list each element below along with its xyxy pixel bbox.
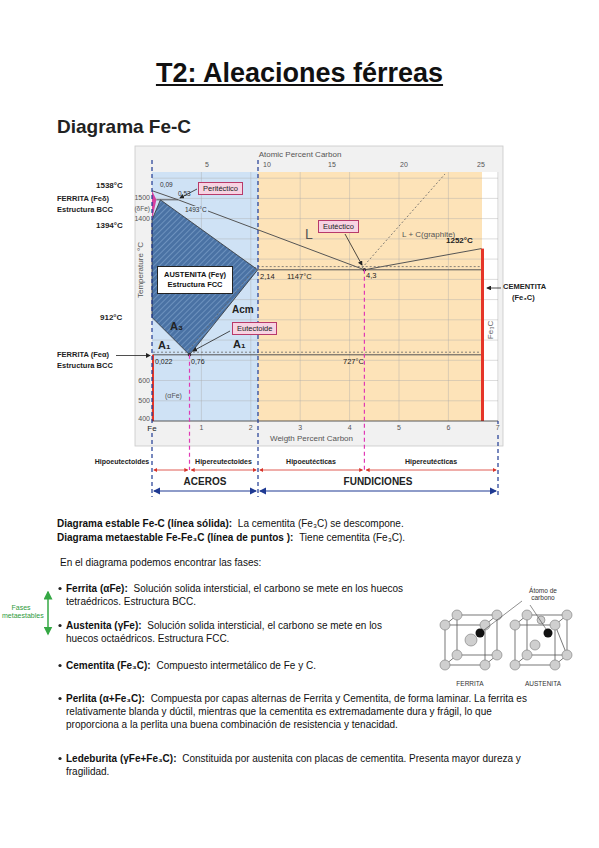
figure-caption: FERRITA [456, 680, 483, 687]
line-label: Acm [232, 304, 254, 316]
tick-label: 4 [348, 424, 352, 432]
callout-label: Átomo de carbono [521, 587, 565, 602]
axis-title: Atomic Percent Carbon [259, 150, 342, 159]
bold-term: Ferrita (αFe): [66, 583, 128, 594]
callout-box: Eutectoide [232, 322, 277, 335]
composition-label: 0,76 [191, 358, 205, 366]
paragraph: Cementita (Fe₃C): Compuesto intermetálic… [66, 659, 416, 672]
range-label: Hipereutectoides [195, 458, 252, 466]
body-text: Tiene cementita (Fe₃C). [299, 532, 405, 543]
bold-term: Austenita (γFe): [66, 620, 142, 631]
section-heading: Diagrama Fe-C [57, 116, 191, 138]
phase-label: (δFe) [134, 205, 150, 212]
phase-label: Fe₃C [486, 321, 495, 339]
group-label: FUNDICIONES [344, 476, 413, 488]
composition-label: 0,53 [178, 190, 191, 197]
page-title: T2: Aleaciones férreas [0, 58, 599, 89]
paragraph: Ferrita (αFe): Solución solida interstic… [66, 582, 416, 608]
callout-box: Eutéctico [318, 220, 359, 233]
temperature-label: 1493°C [184, 206, 208, 213]
bold-term: Ledeburita (γFe+Fe₃C): [66, 753, 176, 764]
node-text: Peritéctico [203, 184, 238, 193]
line-label: A₁ [158, 339, 171, 352]
axis-title: Temperature °C [136, 242, 145, 298]
line-label: A₃ [170, 320, 183, 333]
tick-label: 500 [138, 397, 150, 405]
composition-label: 0,09 [160, 181, 173, 188]
temperature-label: 1252°C [446, 236, 473, 245]
tick-label: 1400 [134, 215, 150, 223]
phase-box: AUSTENITA (Feγ)Estructura FCC [157, 266, 233, 294]
range-label: Hipereutécticas [405, 458, 457, 466]
structure-label: Estructura BCC [57, 206, 113, 215]
phase-label: FERRITA (Feδ) [57, 195, 109, 204]
bold-term: Perlita (α+Fe₃C): [66, 693, 145, 704]
tick-label: 3 [298, 424, 302, 432]
paragraph: Diagrama metaestable Fe-Fe₃C (línea de p… [57, 531, 587, 544]
phase-label: L [305, 226, 313, 242]
range-label: Hipoeutectoides [95, 458, 149, 466]
phase-label: CEMENTITA [503, 283, 546, 292]
phase-label: (αFe) [165, 392, 182, 400]
callout-box: Peritéctico [198, 182, 243, 195]
body-text: Compuesto intermetálico de Fe y C. [156, 660, 316, 671]
body-text: En el diagrama podemos encontrar las fas… [60, 557, 261, 568]
paragraph: Diagrama estable Fe-C (línea sólida): La… [57, 517, 587, 530]
body-text: La cementita (Fe₃C) se descompone. [238, 518, 404, 529]
paragraph: Perlita (α+Fe₃C): Compuesta por capas al… [66, 692, 536, 731]
range-label: Hipoeutécticas [286, 458, 336, 466]
tick-label: 15 [328, 161, 336, 169]
temperature-label: 727°C [343, 358, 364, 367]
composition-label: 4,3 [366, 272, 376, 281]
temperature-label: 1147°C [287, 273, 312, 282]
tick-label: 400 [138, 415, 150, 423]
tick-label: 5 [397, 424, 401, 432]
structure-label: Estructura BCC [57, 362, 113, 371]
tick-label: 20 [400, 161, 408, 169]
tick-label: 6 [446, 424, 450, 432]
composition-label: 2,14 [260, 273, 275, 282]
composition-label: 0,022 [155, 358, 173, 366]
paragraph: Austenita (γFe): Solución solida interst… [66, 619, 416, 645]
tick-label: 5 [205, 161, 209, 169]
tick-label: Fe [146, 424, 157, 433]
tick-label: 10 [263, 161, 271, 169]
axis-title: Weigth Percent Carbon [270, 434, 353, 443]
figure-caption: AUSTENITA [525, 680, 561, 687]
bold-term: Cementita (Fe₃C): [66, 660, 151, 671]
tick-label: 2 [249, 424, 253, 432]
formula-label: (Fe₃C) [512, 294, 535, 303]
line-label: A₁ [233, 338, 246, 351]
node-text: AUSTENITA (Feγ) [164, 270, 226, 280]
bold-term: Diagrama metaestable Fe-Fe₃C (línea de p… [57, 532, 293, 543]
group-label: ACEROS [184, 476, 227, 488]
phase-label: FERRITA (Feα) [57, 351, 109, 360]
temperature-label: 1394°C [96, 221, 123, 230]
tick-label: 7 [495, 424, 501, 432]
tick-label: 25 [477, 161, 485, 169]
temperature-label: 1538°C [96, 181, 123, 190]
temperature-label: 912°C [100, 313, 122, 322]
side-note: Fases metaestables [2, 604, 40, 620]
tick-label: 1500 [134, 194, 150, 202]
paragraph: Ledeburita (γFe+Fe₃C): Constituida por a… [66, 752, 536, 778]
node-text: Estructura FCC [164, 280, 226, 290]
node-text: Eutectoide [237, 324, 272, 333]
tick-label: 600 [138, 376, 150, 384]
paragraph: En el diagrama podemos encontrar las fas… [57, 556, 587, 569]
bold-term: Diagrama estable Fe-C (línea sólida): [57, 518, 232, 529]
node-text: Eutéctico [323, 222, 354, 231]
tick-label: 1 [199, 424, 203, 432]
